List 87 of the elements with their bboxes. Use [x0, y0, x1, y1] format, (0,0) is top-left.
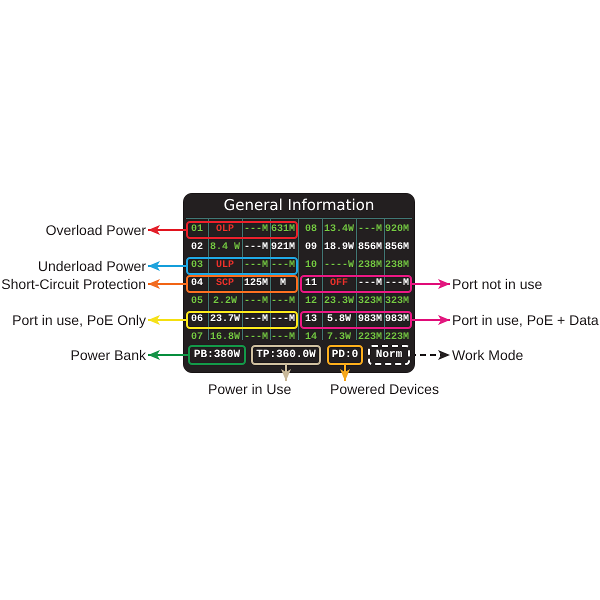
- row-highlight: [300, 275, 412, 293]
- traffic-value: 238M: [385, 260, 409, 272]
- traffic-value: ---M: [271, 314, 295, 326]
- power-reading: 8.4 W: [210, 242, 240, 254]
- power-reading: 18.9W: [324, 242, 354, 254]
- callout-text: Short-Circuit Protection: [0, 276, 148, 292]
- traffic-value: ---M: [244, 260, 268, 272]
- arrow: [340, 365, 350, 381]
- callout-text: Overload Power: [44, 222, 148, 238]
- port-number: 02: [191, 242, 203, 254]
- port-number: 07: [191, 332, 203, 344]
- port-number: 11: [305, 278, 317, 290]
- callout-text: Port in use, PoE Only: [10, 312, 148, 328]
- traffic-value: ---M: [244, 296, 268, 308]
- port-number: 12: [305, 296, 317, 308]
- port-number: 01: [191, 224, 203, 236]
- arrow: [148, 315, 186, 325]
- traffic-value: ---M: [271, 332, 295, 344]
- port-number: 13: [305, 314, 317, 326]
- traffic-value: ---M: [244, 332, 268, 344]
- traffic-value: 223M: [358, 332, 382, 344]
- traffic-value: ---M: [244, 314, 268, 326]
- callout-text: Power Bank: [68, 347, 148, 363]
- traffic-value: ---M: [271, 260, 295, 272]
- row-highlight: [186, 221, 298, 239]
- power-reading: ULP: [216, 260, 234, 272]
- callout-text: Power in Use: [206, 381, 294, 397]
- arrow: [148, 279, 186, 289]
- port-number: 04: [191, 278, 203, 290]
- traffic-value: 920M: [385, 224, 409, 236]
- status-readout: Norm: [368, 345, 410, 365]
- row-highlight: [300, 311, 412, 329]
- port-number: 06: [191, 314, 203, 326]
- arrow: [148, 261, 186, 271]
- traffic-value: ---M: [244, 224, 268, 236]
- power-reading: 16.8W: [210, 332, 240, 344]
- status-readout: TP:360.0W: [251, 345, 321, 365]
- port-number: 14: [305, 332, 317, 344]
- callout-text: Work Mode: [450, 347, 526, 363]
- port-number: 03: [191, 260, 203, 272]
- traffic-value: 983M: [385, 314, 409, 326]
- arrow: [281, 365, 291, 381]
- row-highlight: [186, 275, 298, 293]
- callout-text: Underload Power: [36, 258, 148, 274]
- status-readout: PD:0: [327, 345, 363, 365]
- port-number: 09: [305, 242, 317, 254]
- traffic-value: 983M: [358, 314, 382, 326]
- display-screen: [183, 193, 415, 373]
- row-highlight: [186, 311, 298, 329]
- arrow: [412, 279, 450, 289]
- traffic-value: 856M: [385, 242, 409, 254]
- callout-text: Powered Devices: [328, 381, 441, 397]
- screen-title: General Information: [224, 196, 374, 215]
- power-reading: 23.7W: [210, 314, 240, 326]
- traffic-value: ---M: [244, 242, 268, 254]
- arrow: [148, 350, 188, 360]
- traffic-value: ---M: [358, 278, 382, 290]
- callout-text: Port in use, PoE + Data: [450, 312, 600, 328]
- power-reading: 23.3W: [324, 296, 354, 308]
- port-number: 05: [191, 296, 203, 308]
- power-reading: OFF: [330, 278, 348, 290]
- status-readout: PB:380W: [188, 345, 246, 365]
- power-reading: 2.2W: [213, 296, 237, 308]
- port-number: 08: [305, 224, 317, 236]
- traffic-value: 856M: [358, 242, 382, 254]
- traffic-value: M: [280, 278, 286, 290]
- power-reading: 13.4W: [324, 224, 354, 236]
- traffic-value: ---M: [271, 296, 295, 308]
- traffic-value: 921M: [271, 242, 295, 254]
- traffic-value: 223M: [385, 332, 409, 344]
- traffic-value: 631M: [271, 224, 295, 236]
- power-reading: 5.8W: [327, 314, 351, 326]
- power-reading: OLP: [216, 224, 234, 236]
- power-reading: 7.3W: [327, 332, 351, 344]
- traffic-value: 125M: [244, 278, 268, 290]
- arrow: [412, 315, 450, 325]
- callout-text: Port not in use: [450, 276, 544, 292]
- power-reading: ----W: [324, 260, 354, 272]
- traffic-value: 323M: [358, 296, 382, 308]
- row-highlight: [186, 257, 298, 275]
- traffic-value: ---M: [385, 278, 409, 290]
- power-reading: SCP: [216, 278, 234, 290]
- traffic-value: ---M: [358, 224, 382, 236]
- arrow: [148, 225, 186, 235]
- port-number: 10: [305, 260, 317, 272]
- traffic-value: 238M: [358, 260, 382, 272]
- traffic-value: 323M: [385, 296, 409, 308]
